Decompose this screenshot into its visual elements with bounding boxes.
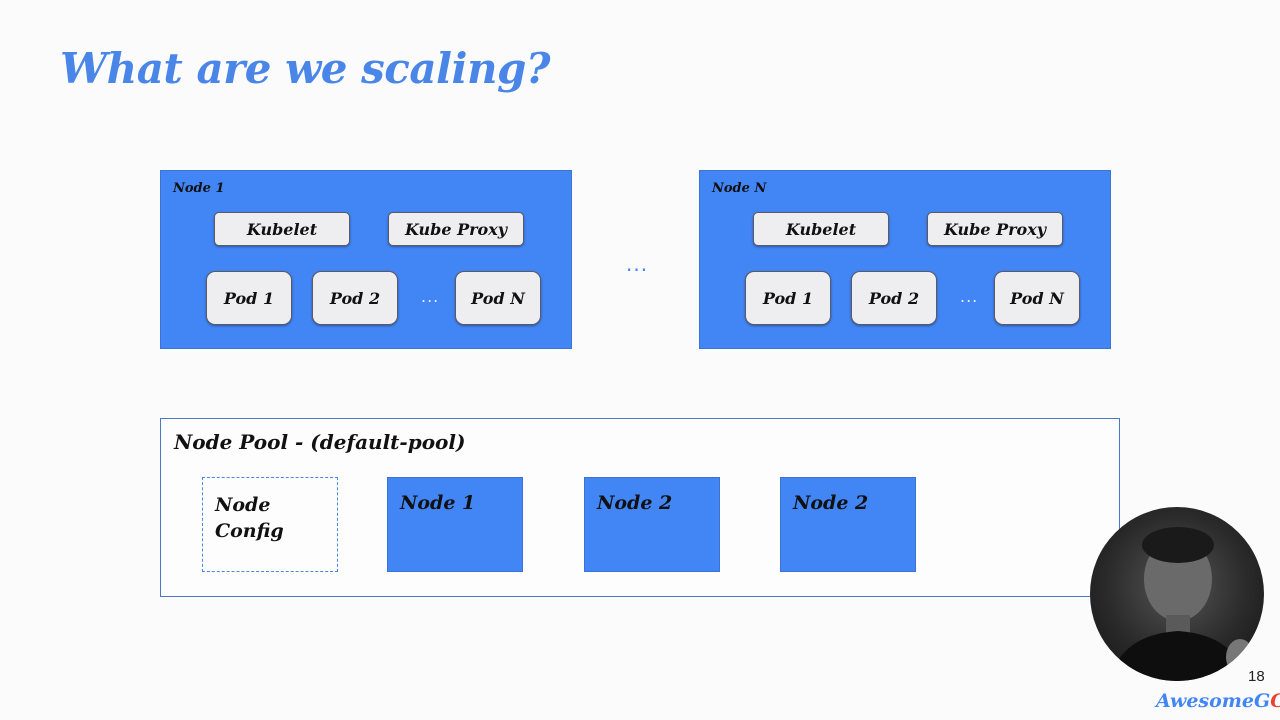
node-config-box: Node Config bbox=[202, 477, 338, 572]
presenter-avatar bbox=[1090, 507, 1264, 681]
node-label: Node 1 bbox=[173, 181, 225, 196]
kubelet-box: Kubelet bbox=[214, 212, 350, 246]
kube-proxy-box: Kube Proxy bbox=[388, 212, 524, 246]
page-number: 18 bbox=[1248, 668, 1265, 685]
brand-letters: GCP bbox=[1254, 690, 1280, 712]
node-pool-label: Node Pool - (default-pool) bbox=[174, 430, 466, 454]
kubelet-box: Kubelet bbox=[753, 212, 889, 246]
node-box-n: Node N Kubelet Kube Proxy Pod 1 Pod 2 ..… bbox=[699, 170, 1111, 349]
brand-logo: AwesomeGCP bbox=[1156, 690, 1280, 712]
pod-ellipsis: ... bbox=[421, 287, 440, 306]
pool-node-3: Node 2 bbox=[780, 477, 916, 572]
pool-node-2: Node 2 bbox=[584, 477, 720, 572]
pod-box-n: Pod N bbox=[994, 271, 1080, 325]
pod-box-1: Pod 1 bbox=[206, 271, 292, 325]
brand-letter: G bbox=[1253, 690, 1271, 712]
nodes-ellipsis: ... bbox=[626, 252, 649, 276]
pod-box-n: Pod N bbox=[455, 271, 541, 325]
pool-node-label: Node 2 bbox=[793, 492, 869, 514]
pod-box-1: Pod 1 bbox=[745, 271, 831, 325]
brand-letter: C bbox=[1270, 690, 1280, 712]
node-config-label: Node Config bbox=[215, 494, 284, 542]
node-label: Node N bbox=[712, 181, 767, 196]
pool-node-1: Node 1 bbox=[387, 477, 523, 572]
slide-title: What are we scaling? bbox=[60, 44, 550, 93]
pod-box-2: Pod 2 bbox=[312, 271, 398, 325]
pod-ellipsis: ... bbox=[960, 287, 979, 306]
presenter-silhouette bbox=[1110, 527, 1254, 681]
pod-box-2: Pod 2 bbox=[851, 271, 937, 325]
node-box-1: Node 1 Kubelet Kube Proxy Pod 1 Pod 2 ..… bbox=[160, 170, 572, 349]
pool-node-label: Node 1 bbox=[400, 492, 476, 514]
kube-proxy-box: Kube Proxy bbox=[927, 212, 1063, 246]
pool-node-label: Node 2 bbox=[597, 492, 673, 514]
brand-text: Awesome bbox=[1156, 690, 1254, 712]
